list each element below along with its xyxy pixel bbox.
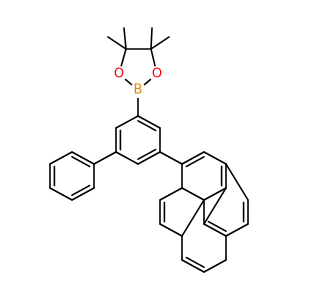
bond-Q4-Q5 (49, 187, 73, 201)
bond-layer (49, 27, 249, 273)
bond-C1-M1 (107, 36, 127, 50)
boron-atom-mask (130, 82, 146, 98)
bond-R1-R2 (115, 115, 139, 129)
bond-C2-M4 (150, 27, 153, 50)
double-bond-Q5-Q6 (71, 184, 91, 196)
bond-Y12-Y13 (159, 223, 183, 237)
oxygen-left-atom: O (111, 66, 127, 82)
bond-Y8-Y9 (225, 223, 249, 237)
bond-C2-M3 (150, 36, 170, 50)
atom-label-layer: B O O (111, 66, 165, 98)
oxygen-left-atom-mask (111, 66, 127, 82)
bond-Q2-Q3 (49, 151, 73, 165)
double-bond-Q1-Q2 (71, 156, 91, 168)
bond-R4-R5 (137, 151, 161, 165)
double-bond-Y1-Y2 (185, 156, 205, 168)
bond-Y3-Y7 (225, 163, 249, 201)
bond-Y1-Y2 (181, 151, 205, 165)
bond-Q1-Q2 (71, 151, 95, 165)
bond-Y4-Y5 (203, 187, 227, 201)
oxygen-right-label: O (152, 67, 162, 82)
oxygen-right-atom-mask (149, 66, 165, 82)
bond-R5-Y1 (159, 151, 183, 165)
bond-Y14-Y15 (181, 259, 205, 273)
bond-Y13-Y5 (181, 199, 205, 237)
boron-atom: B (130, 82, 146, 98)
bond-Y6-Y11 (159, 187, 183, 201)
bond-R3-Q1 (93, 151, 117, 165)
double-bond-R6-R1 (137, 120, 157, 132)
double-bond-Y9-Y10 (207, 220, 227, 232)
bond-Y10-Y4 (203, 187, 227, 225)
boron-label: B (134, 83, 143, 98)
bond-R3-R4 (115, 151, 139, 165)
double-bond-Y14-Y15 (185, 256, 205, 269)
bond-Q5-Q6 (71, 187, 95, 201)
molecule-canvas: B O O (49, 27, 249, 273)
bond-R6-R1 (137, 115, 161, 129)
oxygen-left-label: O (114, 67, 124, 82)
oxygen-right-atom: O (149, 66, 165, 82)
bond-Y15-Y16 (203, 259, 227, 273)
bond-C1-M2 (123, 27, 127, 50)
double-bond-R4-R5 (137, 148, 157, 160)
bond-Y2-Y3 (203, 151, 227, 165)
structure-diagram: B O O (49, 27, 249, 273)
bond-Y9-Y10 (203, 223, 227, 237)
bond-Y5-Y6 (181, 187, 205, 201)
